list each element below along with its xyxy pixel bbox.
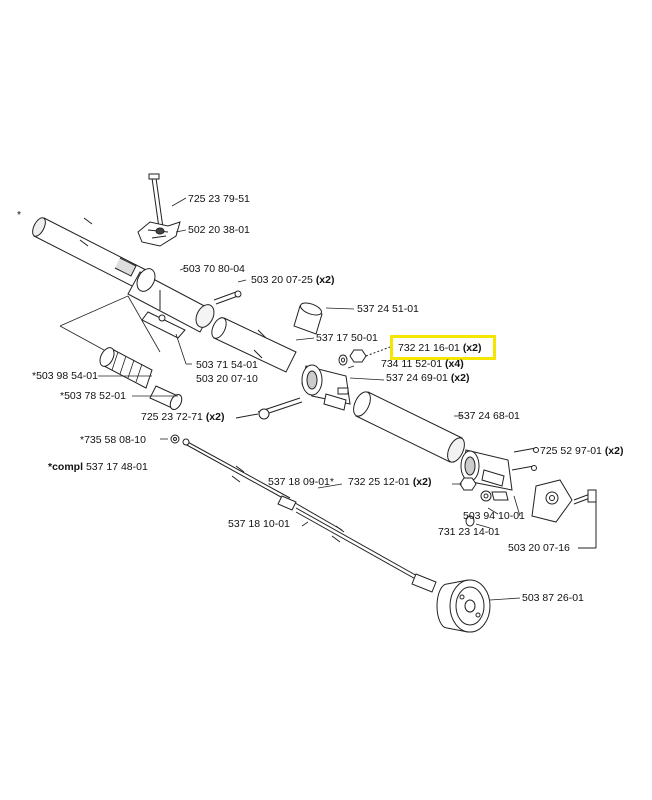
small-hardware: [459, 477, 509, 527]
part-qty: (x2): [450, 372, 470, 384]
part-label: 503 71 54-01: [196, 359, 258, 371]
part-label-highlighted: 732 21 16-01 (x2): [398, 342, 482, 354]
part-number: 503 71 54-01: [196, 359, 258, 371]
part-number: 503 87 26-01: [522, 592, 584, 604]
flex-shaft: [295, 507, 437, 593]
screw-pair-left: [213, 290, 242, 305]
part-number: 537 17 50-01: [316, 332, 378, 344]
part-qty: (x2): [315, 274, 335, 286]
mounting-bracket: [531, 479, 597, 549]
part-number: *735 58 08-10: [80, 434, 146, 446]
part-number: 503 20 07-10: [196, 373, 258, 385]
drive-drum: [436, 579, 491, 633]
coupling-clamp-lower: [460, 449, 513, 491]
part-number: 537 24 69-01: [386, 372, 448, 384]
part-number: 503 94 10-01: [463, 510, 525, 522]
leader-lines-lower: [160, 438, 521, 601]
bolt-top: [148, 173, 164, 229]
screw-pair-right: [511, 447, 539, 471]
part-qty: (x2): [412, 476, 432, 488]
wing-knob: [137, 221, 181, 247]
star-mark: *: [17, 209, 22, 221]
part-label: 537 24 51-01: [357, 303, 419, 315]
part-label: *735 58 08-10: [80, 434, 146, 446]
part-number: *503 98 54-01: [32, 370, 98, 382]
part-label: 503 87 26-01: [522, 592, 584, 604]
washer: [338, 354, 348, 366]
part-label: 537 24 69-01 (x2): [386, 372, 470, 384]
part-number: 537 18 10-01: [228, 518, 290, 530]
part-qty: (x2): [604, 445, 624, 457]
part-number: 537 24 68-01: [458, 410, 520, 422]
part-label: 537 18 09-01*: [268, 476, 334, 488]
part-label: 502 20 38-01: [188, 224, 250, 236]
shaft-washer: [170, 434, 180, 444]
part-qty: (x2): [462, 342, 482, 354]
part-label: 503 70 80-04: [183, 263, 245, 275]
part-label: 725 23 72-71 (x2): [141, 411, 225, 423]
part-number: 503 20 07-16: [508, 542, 570, 554]
part-number: 537 17 48-01: [85, 461, 148, 473]
outer-tube: [353, 391, 465, 463]
part-label: 725 23 79-51: [188, 193, 250, 205]
part-number: 502 20 38-01: [188, 224, 250, 236]
part-label: *503 98 54-01: [32, 370, 98, 382]
part-label: 503 94 10-01: [463, 510, 525, 522]
part-number: 537 24 51-01: [357, 303, 419, 315]
part-label: *503 78 52-01: [60, 390, 126, 402]
drive-shaft: [182, 438, 343, 531]
part-qty: (x4): [445, 358, 464, 370]
part-label: 537 24 68-01: [458, 410, 520, 422]
long-bolt-pair: [235, 397, 303, 420]
part-number: *503 78 52-01: [60, 390, 126, 402]
part-qty: (x2): [205, 411, 225, 423]
part-number: 732 21 16-01: [398, 342, 460, 354]
part-label: 731 23 14-01: [438, 526, 500, 538]
part-number: 734 11 52-01: [381, 358, 443, 370]
part-label: 537 17 50-01: [316, 332, 378, 344]
inner-tube: [211, 317, 297, 373]
part-label: 503 20 07-25 (x2): [251, 274, 335, 286]
part-number: 725 52 97-01: [540, 445, 602, 457]
part-number: 503 70 80-04: [183, 263, 245, 275]
part-label: 732 25 12-01 (x2): [348, 476, 432, 488]
leader-lines: [59, 197, 462, 417]
part-number: 732 25 12-01: [348, 476, 410, 488]
filter-sleeve: [149, 385, 183, 410]
part-label: 503 20 07-16: [508, 542, 570, 554]
nut-highlighted-part: [349, 346, 391, 363]
part-number: 503 20 07-25: [251, 274, 313, 286]
part-label: 725 52 97-01 (x2): [540, 445, 624, 457]
bushing: [293, 302, 323, 335]
part-label: 537 18 10-01: [228, 518, 290, 530]
filter-cartridge: [99, 347, 153, 389]
highlight-box: [390, 335, 496, 360]
part-prefix: *compl: [48, 461, 84, 473]
part-number: 725 23 79-51: [188, 193, 250, 205]
part-number: 731 23 14-01: [438, 526, 500, 538]
coupling-clamp-upper: [301, 364, 351, 411]
part-label: 734 11 52-01 (x4): [381, 358, 464, 370]
part-label: *compl 537 17 48-01: [48, 461, 148, 473]
upper-shaft-tube: [32, 217, 151, 291]
part-number: 725 23 72-71: [141, 411, 203, 423]
part-number: 537 18 09-01*: [268, 476, 334, 488]
part-label: 503 20 07-10: [196, 373, 258, 385]
shaft-clamp: [127, 268, 215, 339]
